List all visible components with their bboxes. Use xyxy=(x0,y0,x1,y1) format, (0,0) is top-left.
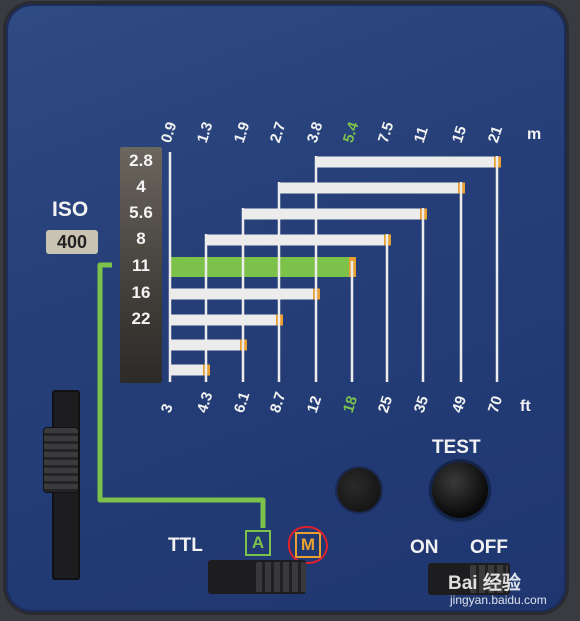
aperture-pointer-line xyxy=(97,262,266,528)
aperture-scale: 2.8 4 5.6 8 11 16 22 xyxy=(120,147,162,383)
aperture-value: 2.8 xyxy=(129,151,153,170)
meter-unit: m xyxy=(527,126,542,143)
mode-switch-knob[interactable] xyxy=(256,562,306,592)
range-bar xyxy=(279,182,461,194)
aperture-value: 11 xyxy=(132,256,150,275)
auto-mode-indicator: A xyxy=(245,530,271,556)
power-off-label: OFF xyxy=(470,537,508,558)
range-bar xyxy=(170,257,352,277)
iso-value: 400 xyxy=(56,232,88,252)
aperture-value: 4 xyxy=(136,177,146,196)
feet-unit: ft xyxy=(520,398,531,415)
aperture-value: 16 xyxy=(131,283,151,302)
range-bar xyxy=(170,314,279,326)
test-label: TEST xyxy=(432,437,481,458)
aperture-value: 5.6 xyxy=(129,203,153,222)
watermark-url: jingyan.baidu.com xyxy=(450,593,547,607)
iso-value-box: 400 xyxy=(46,230,98,254)
aperture-value: 22 xyxy=(131,309,151,328)
light-sensor xyxy=(337,468,381,512)
iso-label: ISO xyxy=(52,198,89,221)
annotation-circle xyxy=(288,526,328,564)
range-bar xyxy=(243,208,423,220)
range-bar xyxy=(206,234,387,246)
range-bar xyxy=(170,364,206,376)
zoom-slider-knob[interactable] xyxy=(44,428,78,492)
power-on-label: ON xyxy=(410,537,439,558)
test-button[interactable] xyxy=(432,462,488,518)
power-switch-knob[interactable] xyxy=(470,565,508,593)
watermark-logo: Bai 经验 xyxy=(448,573,521,594)
ttl-label: TTL xyxy=(168,535,203,556)
range-bar xyxy=(316,156,497,168)
aperture-value: 8 xyxy=(136,229,146,248)
